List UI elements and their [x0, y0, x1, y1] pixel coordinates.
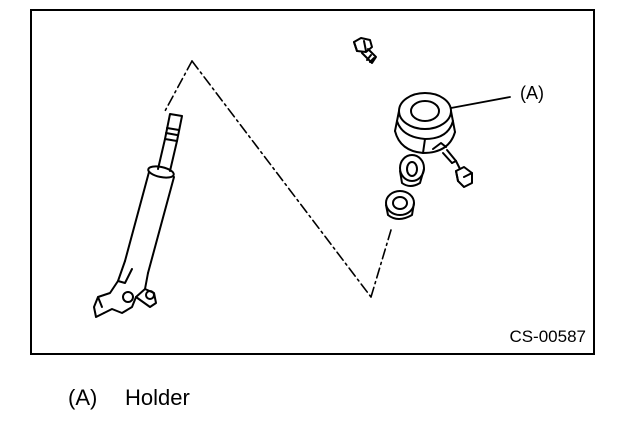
legend-key: (A)	[68, 385, 98, 410]
parts-diagram	[93, 37, 511, 318]
bolt-illustration	[353, 37, 377, 64]
bushing-illustration	[399, 154, 425, 187]
legend-text: Holder	[125, 385, 190, 410]
bushing-illustration	[385, 190, 415, 220]
callout-label-a: (A)	[520, 83, 544, 103]
legend-item: (A) Holder	[68, 385, 190, 411]
figure-frame: (A) CS-00587	[30, 9, 595, 355]
figure-code: CS-00587	[509, 327, 586, 346]
shock-absorber-illustration	[93, 113, 183, 318]
holder-illustration	[394, 92, 511, 154]
bolt-illustration	[442, 149, 473, 188]
